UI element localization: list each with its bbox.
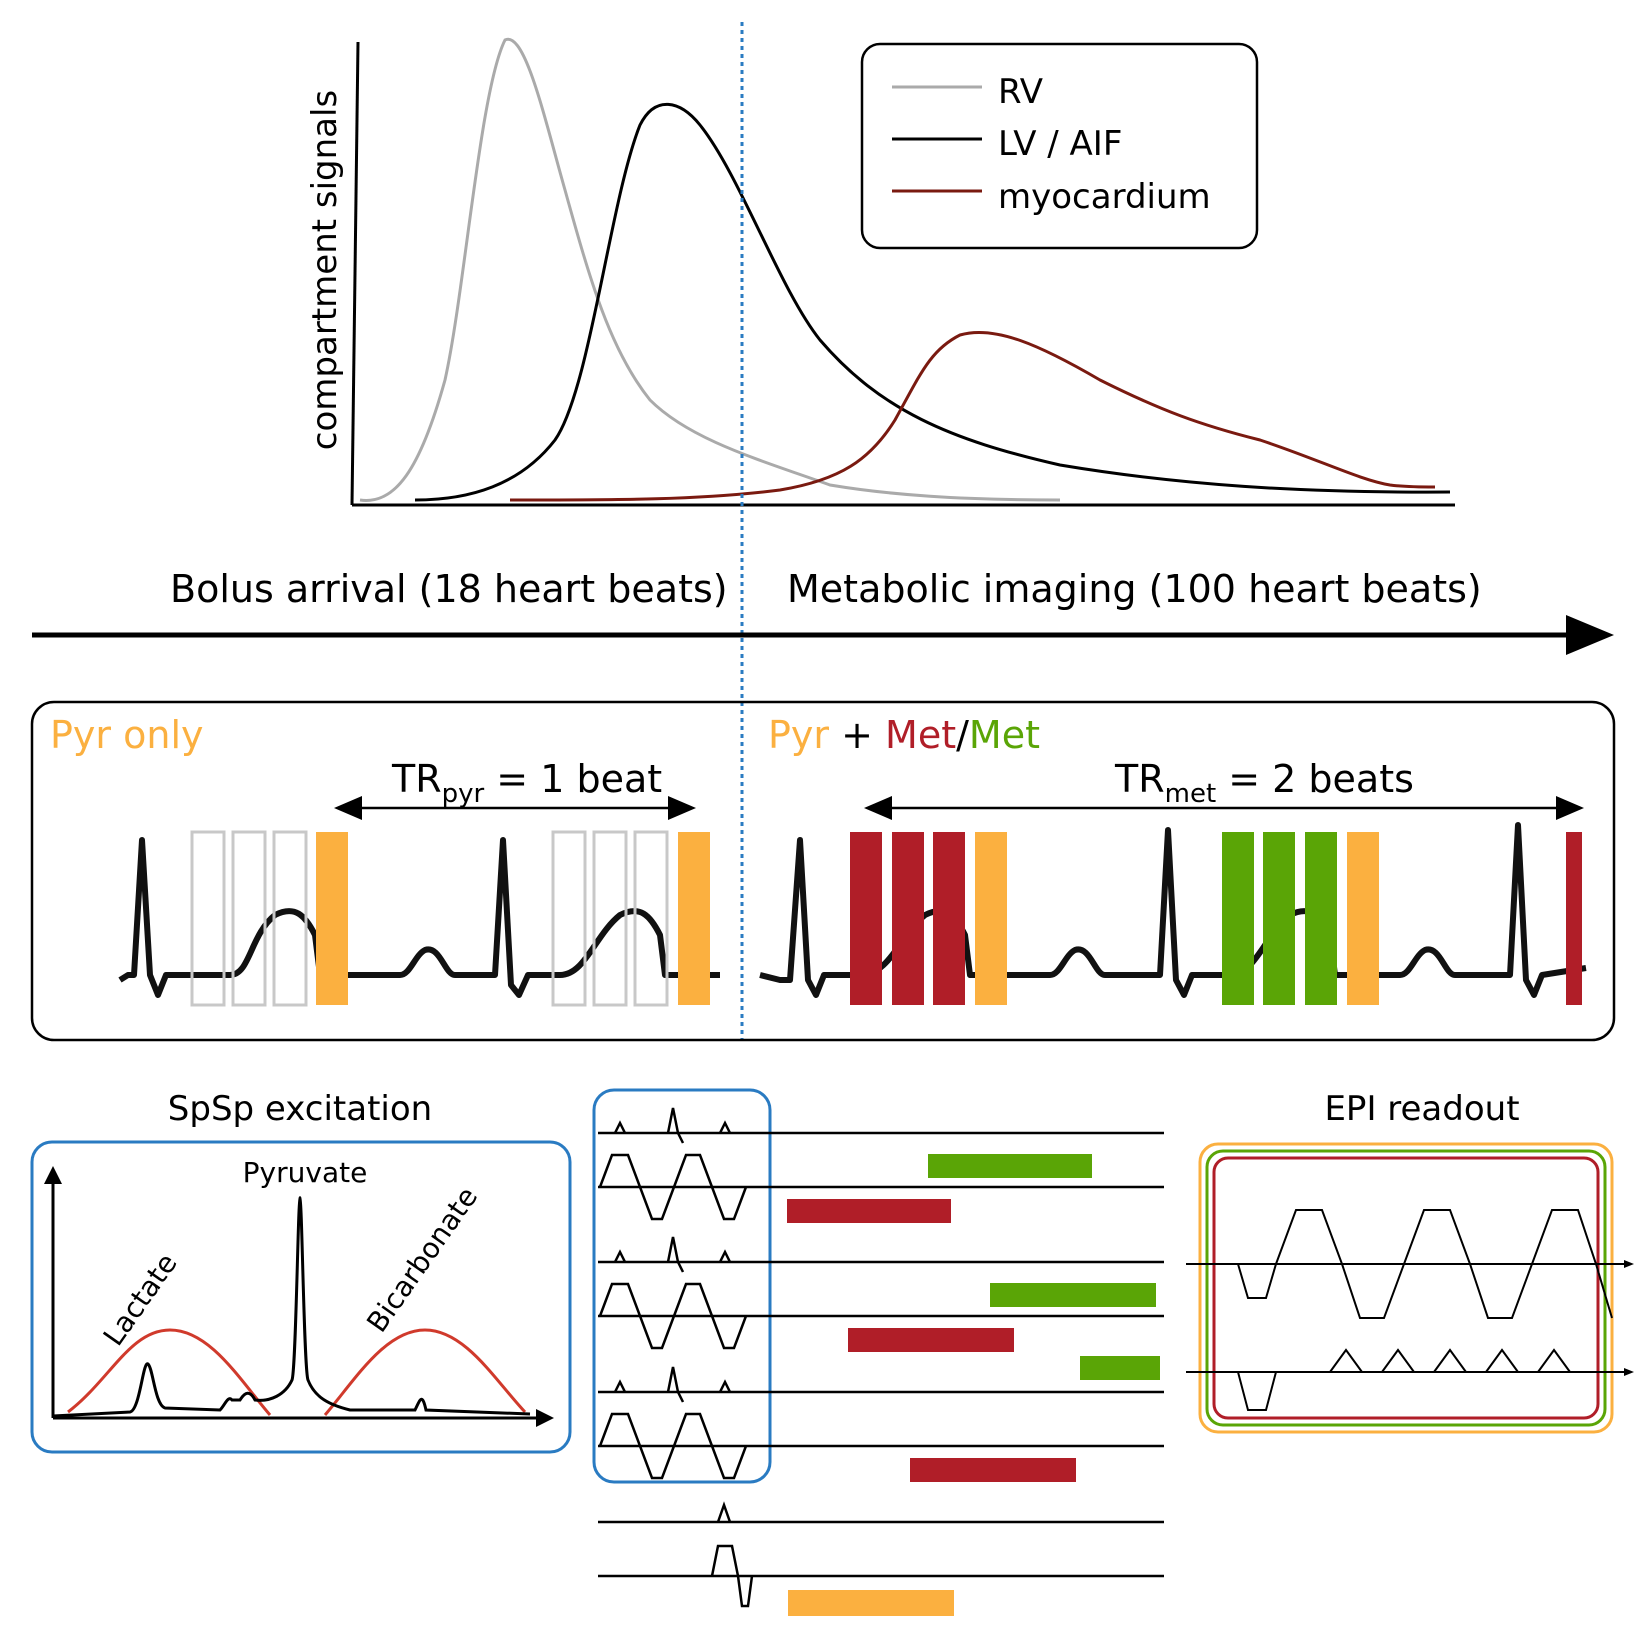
- spsp-y-arrowhead: [44, 1166, 62, 1184]
- pyr-met-title-part-met-red: Met: [885, 713, 956, 757]
- epi-gx-arrowhead: [1624, 1260, 1634, 1268]
- tr-met-arrow-right: [1556, 796, 1584, 820]
- readout-bar-green: [990, 1283, 1156, 1307]
- rf-subpulses: [613, 1107, 732, 1144]
- gradient-waveform: [598, 1282, 748, 1350]
- met-green-excitation: [1305, 832, 1337, 1005]
- spsp-peak-lactate: Lactate: [97, 1247, 184, 1352]
- pyr-met-title-part-met-green: Met: [969, 713, 1040, 757]
- rf-subpulses: [613, 1236, 732, 1273]
- legend-box: [860, 42, 1259, 250]
- spsp-box: [30, 1140, 572, 1454]
- spsp-spectrum: [52, 1195, 531, 1418]
- gradient-waveform: [710, 1544, 754, 1608]
- ecg-trace-right: [759, 822, 1587, 998]
- timeline: Bolus arrival (18 heart beats) Metabolic…: [32, 567, 1614, 655]
- myocardium-curve: [509, 330, 1436, 502]
- gradient-waveform: [598, 1412, 748, 1480]
- spsp-title: SpSp excitation: [168, 1089, 432, 1129]
- spsp-peak-bicarbonate: Bicarbonate: [360, 1181, 484, 1338]
- pyr-met-title-part-slash: /: [956, 713, 969, 757]
- spsp-panel: SpSp excitation Lactate Pyruvate Bicarbo…: [30, 1089, 572, 1454]
- epi-panel: EPI readout: [1186, 1089, 1634, 1434]
- spsp-bicarbonate-band: [323, 1328, 527, 1416]
- pyr-excitation: [975, 832, 1007, 1005]
- pyr-only-excitations: [190, 830, 710, 1007]
- pyr-met-title-part-pyr: Pyr: [768, 713, 829, 757]
- pyr-excitation: [316, 832, 348, 1005]
- ecg-trace: [118, 837, 720, 998]
- met-red-excitation: [892, 832, 924, 1005]
- epi-box-pyr: [1198, 1142, 1614, 1434]
- empty-slot: [272, 830, 308, 1007]
- met-green-excitation: [1263, 832, 1295, 1005]
- legend-label-myocardium: myocardium: [998, 177, 1211, 217]
- pyr-excitation: [1347, 832, 1379, 1005]
- readout-bar-red: [848, 1328, 1014, 1352]
- pyr-only-title: Pyr only: [50, 713, 203, 757]
- readout-bar-red: [787, 1199, 951, 1223]
- pyr-excitation: [678, 832, 710, 1005]
- readout-bar-green: [928, 1154, 1092, 1178]
- empty-slot: [231, 830, 267, 1007]
- tr-met-label: TRmet = 2 beats: [1114, 757, 1414, 809]
- lv-curve: [414, 102, 1451, 502]
- tr-pyr-label: TRpyr = 1 beat: [391, 757, 662, 809]
- legend-label-rv: RV: [998, 72, 1043, 112]
- epi-box-red: [1212, 1156, 1600, 1420]
- empty-slot: [190, 830, 226, 1007]
- met-red-excitation: [933, 832, 965, 1005]
- pulse-sequence: [592, 1088, 1164, 1616]
- legend-label-lv: LV / AIF: [998, 124, 1122, 164]
- chart-legend: RV LV / AIF myocardium: [860, 42, 1259, 250]
- met-green-excitation: [1222, 832, 1254, 1005]
- rf-subpulses: [613, 1366, 732, 1403]
- spsp-x-arrowhead: [536, 1409, 554, 1427]
- met-red-excitation: [1566, 832, 1582, 1005]
- acquisition-box: [30, 700, 1616, 1042]
- readout-bar-green: [1080, 1356, 1160, 1380]
- epi-phase-blips: [1237, 1348, 1571, 1411]
- empty-slot: [633, 830, 669, 1007]
- acquisition-panel: Pyr only Pyr + Met/Met TRpyr = 1 beat TR…: [30, 700, 1616, 1042]
- spsp-lactate-band: [67, 1328, 272, 1416]
- timeline-right-label: Metabolic imaging (100 heart beats): [787, 567, 1482, 611]
- empty-slot: [551, 830, 587, 1007]
- empty-slot: [592, 830, 628, 1007]
- pyr-met-title: Pyr + Met/Met: [768, 713, 1040, 757]
- epi-readout-gradient: [1237, 1209, 1613, 1319]
- spsp-pulse-box: [592, 1088, 772, 1484]
- rv-curve: [359, 37, 1061, 502]
- readout-bar-red: [910, 1458, 1076, 1482]
- spsp-peak-pyruvate: Pyruvate: [243, 1156, 368, 1189]
- epi-gy-arrowhead: [1624, 1368, 1634, 1376]
- met-red-excitation: [850, 832, 882, 1005]
- tr-pyr-arrow-right: [668, 796, 696, 820]
- readout-bar-pyr: [788, 1590, 954, 1616]
- tr-pyr-arrow-left: [334, 796, 362, 820]
- epi-box-green: [1205, 1149, 1607, 1427]
- gradient-waveform: [598, 1153, 748, 1221]
- pyr-met-title-part-plus: +: [829, 713, 885, 757]
- chart-y-axis: [350, 41, 360, 506]
- met-excitations: [850, 832, 1582, 1005]
- compartment-chart: compartment signals RV LV / AIF myocardi…: [305, 37, 1455, 507]
- timeline-arrow-head: [1566, 615, 1614, 655]
- chart-ylabel: compartment signals: [305, 90, 345, 450]
- rf-pulse: [716, 1501, 732, 1523]
- epi-title: EPI readout: [1324, 1089, 1519, 1129]
- timeline-left-label: Bolus arrival (18 heart beats): [170, 567, 728, 611]
- tr-met-arrow-left: [864, 796, 892, 820]
